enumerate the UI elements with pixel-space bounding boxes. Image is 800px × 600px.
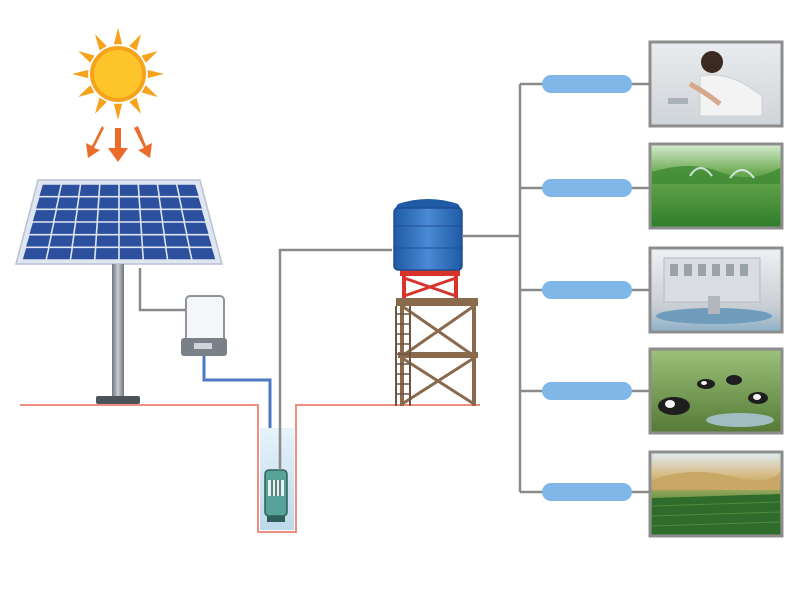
panel-cell — [96, 235, 119, 247]
water-tank-icon — [393, 199, 463, 271]
sun-ray — [129, 97, 141, 114]
application-list — [542, 40, 784, 538]
controller-box-icon — [181, 295, 227, 356]
panel-cell — [158, 184, 179, 196]
panel-cell — [32, 210, 56, 222]
sun-ray — [95, 97, 107, 114]
panel-cell — [166, 248, 191, 260]
panel-cell — [143, 248, 167, 260]
panel-cell — [119, 222, 141, 234]
sun-ray — [129, 34, 141, 51]
sun-ray — [147, 69, 164, 79]
sun-ray — [78, 51, 95, 63]
sun-ray — [78, 85, 95, 97]
photo-drinking-water — [648, 40, 784, 128]
panel-cell — [185, 222, 209, 234]
pipe-pump-tank — [278, 248, 392, 470]
wire-panel-controller — [138, 268, 192, 312]
panel-cell — [119, 197, 140, 209]
label-pill — [542, 75, 632, 93]
panel-cell — [36, 197, 58, 209]
panel-cell — [95, 248, 119, 260]
ground-line — [20, 404, 480, 533]
panel-cell — [49, 235, 74, 247]
photo-farmland — [648, 450, 784, 538]
panel-cell — [119, 184, 139, 196]
panel-cell — [139, 197, 161, 209]
panel-cell — [29, 222, 53, 234]
panel-cell — [161, 210, 184, 222]
ray-arrow-center — [108, 128, 128, 162]
sun-ray — [141, 51, 158, 63]
panel-cell — [142, 235, 166, 247]
panel-cell — [57, 197, 79, 209]
panel-pole — [96, 264, 140, 404]
panel-cell — [177, 184, 199, 196]
panel-cell — [77, 197, 99, 209]
panel-cell — [140, 210, 162, 222]
sun-ray — [95, 34, 107, 51]
panel-cell — [164, 235, 189, 247]
panel-cell — [22, 248, 48, 260]
tower-icon — [395, 270, 478, 406]
application-livestock — [542, 347, 784, 435]
panel-cell — [180, 197, 202, 209]
panel-cell — [98, 197, 119, 209]
panel-cell — [59, 184, 80, 196]
panel-cell — [187, 235, 212, 247]
photo-irrigation — [648, 142, 784, 230]
panel-cell — [79, 184, 99, 196]
sun-ray — [113, 103, 123, 120]
ray-arrow-right — [134, 126, 152, 158]
panel-cell — [71, 248, 95, 260]
application-drinking-water — [542, 40, 784, 128]
panel-cell — [163, 222, 186, 234]
sun-icon — [72, 28, 164, 120]
panel-cell — [76, 210, 98, 222]
panel-cell — [190, 248, 216, 260]
panel-cell — [119, 210, 140, 222]
solar-panel-icon — [15, 179, 223, 265]
application-farmland — [542, 450, 784, 538]
photo-fountain — [648, 246, 784, 334]
panel-cell — [26, 235, 51, 247]
sun-ray — [141, 85, 158, 97]
panel-cell — [98, 210, 119, 222]
sun-ray — [113, 28, 123, 45]
panel-cell — [47, 248, 72, 260]
panel-cell — [99, 184, 119, 196]
submersible-pump-icon — [264, 469, 288, 522]
ray-arrow-left — [86, 126, 104, 158]
panel-cell — [119, 248, 143, 260]
panel-cell — [119, 235, 142, 247]
panel-cell — [159, 197, 181, 209]
panel-cell — [52, 222, 75, 234]
photo-livestock — [648, 347, 784, 435]
sun-ray — [72, 69, 89, 79]
panel-cell — [141, 222, 164, 234]
application-irrigation — [542, 142, 784, 230]
panel-cell — [74, 222, 97, 234]
sun-ray-arrows — [86, 126, 152, 162]
label-pill — [542, 281, 632, 299]
label-pill — [542, 382, 632, 400]
panel-cell — [72, 235, 96, 247]
panel-cell — [182, 210, 206, 222]
panel-cell — [97, 222, 119, 234]
panel-cell — [54, 210, 77, 222]
wire-controller-pump — [202, 356, 272, 470]
label-pill — [542, 179, 632, 197]
panel-cell — [39, 184, 61, 196]
panel-cell — [139, 184, 159, 196]
application-fountain — [542, 246, 784, 334]
label-pill — [542, 483, 632, 501]
